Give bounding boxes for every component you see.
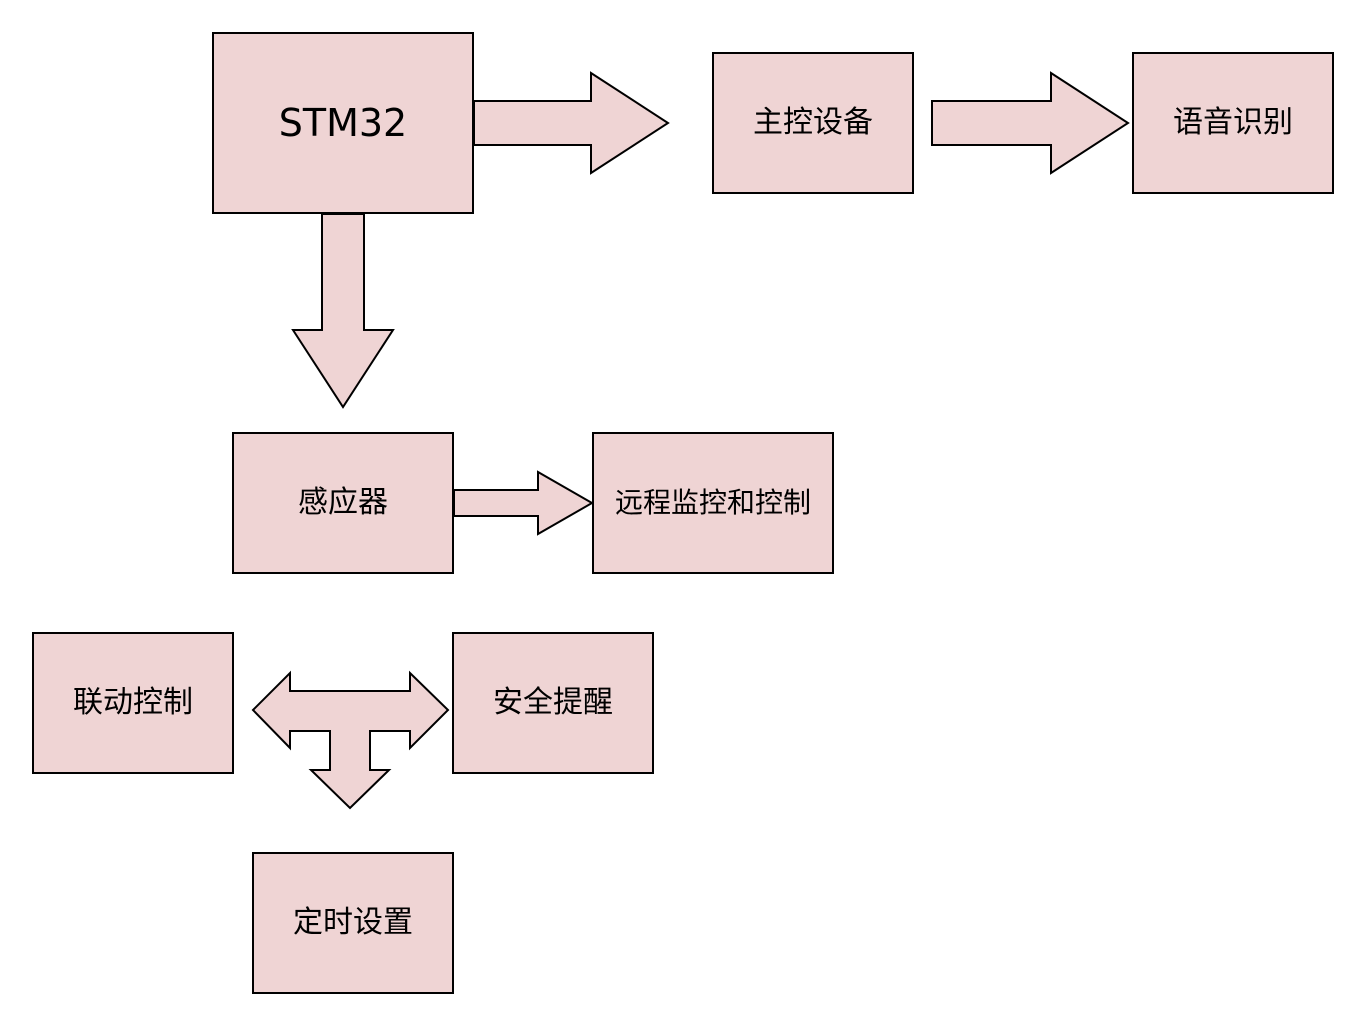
node-stm32: STM32	[212, 32, 474, 214]
node-timer-setting-label: 定时设置	[293, 905, 413, 940]
tri-arrow-linkage-safety-timer	[251, 670, 450, 810]
node-safety-alert-label: 安全提醒	[493, 685, 613, 720]
node-remote-monitor-control: 远程监控和控制	[592, 432, 834, 574]
node-remote-monitor-control-label: 远程监控和控制	[614, 486, 811, 519]
node-safety-alert: 安全提醒	[452, 632, 654, 774]
node-sensor-label: 感应器	[298, 485, 388, 520]
arrow-stm32-to-main-device	[473, 71, 670, 175]
node-main-device-label: 主控设备	[753, 105, 873, 140]
node-stm32-label: STM32	[278, 101, 408, 145]
node-sensor: 感应器	[232, 432, 454, 574]
node-main-device: 主控设备	[712, 52, 914, 194]
node-timer-setting: 定时设置	[252, 852, 454, 994]
arrow-main-device-to-voice-recognition	[931, 71, 1130, 175]
arrow-stm32-to-sensor	[291, 213, 395, 409]
node-linkage-control-label: 联动控制	[73, 685, 193, 720]
node-voice-recognition-label: 语音识别	[1173, 105, 1293, 140]
node-voice-recognition: 语音识别	[1132, 52, 1334, 194]
arrow-sensor-to-remote-monitor	[453, 470, 595, 536]
node-linkage-control: 联动控制	[32, 632, 234, 774]
